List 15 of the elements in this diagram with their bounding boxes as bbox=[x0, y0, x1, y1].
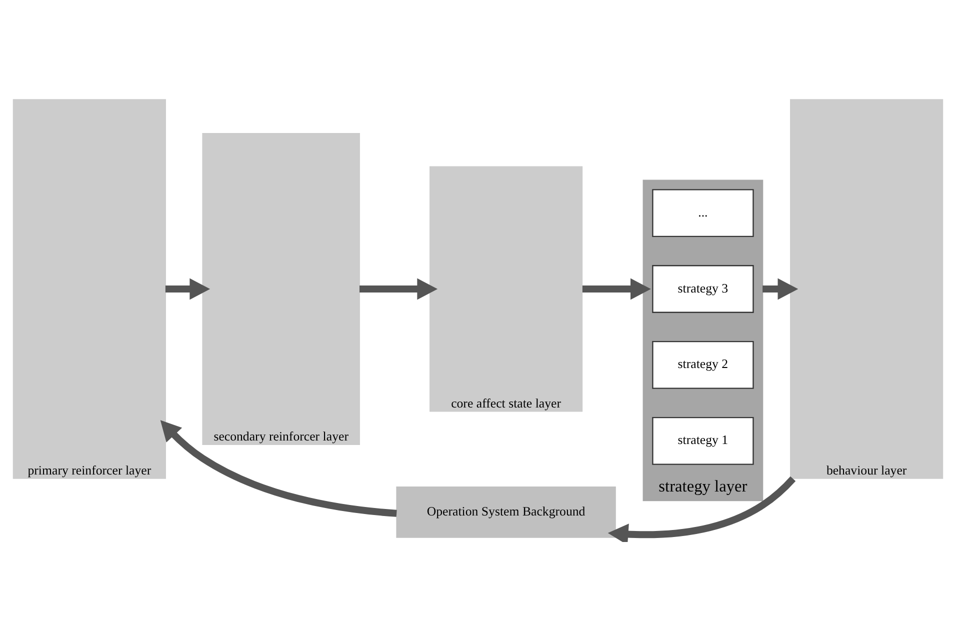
arrow bbox=[762, 278, 798, 300]
node-box: strategy 3 bbox=[652, 264, 754, 312]
arrow bbox=[160, 420, 397, 516]
arrow bbox=[360, 278, 438, 300]
arrow bbox=[608, 476, 796, 542]
node-box: secondary reinforcer layer bbox=[202, 132, 360, 444]
node-box: behaviour layer bbox=[790, 98, 944, 478]
node-box: strategy 1 bbox=[652, 416, 754, 464]
node-box: core affect state layer bbox=[430, 166, 583, 412]
node-box: ... bbox=[652, 188, 754, 236]
arrow bbox=[582, 278, 651, 300]
node-box: strategy 2 bbox=[652, 340, 754, 388]
node-box: primary reinforcer layer bbox=[12, 98, 166, 478]
node-box: Operation System Background bbox=[396, 486, 616, 538]
arrow bbox=[165, 278, 210, 300]
